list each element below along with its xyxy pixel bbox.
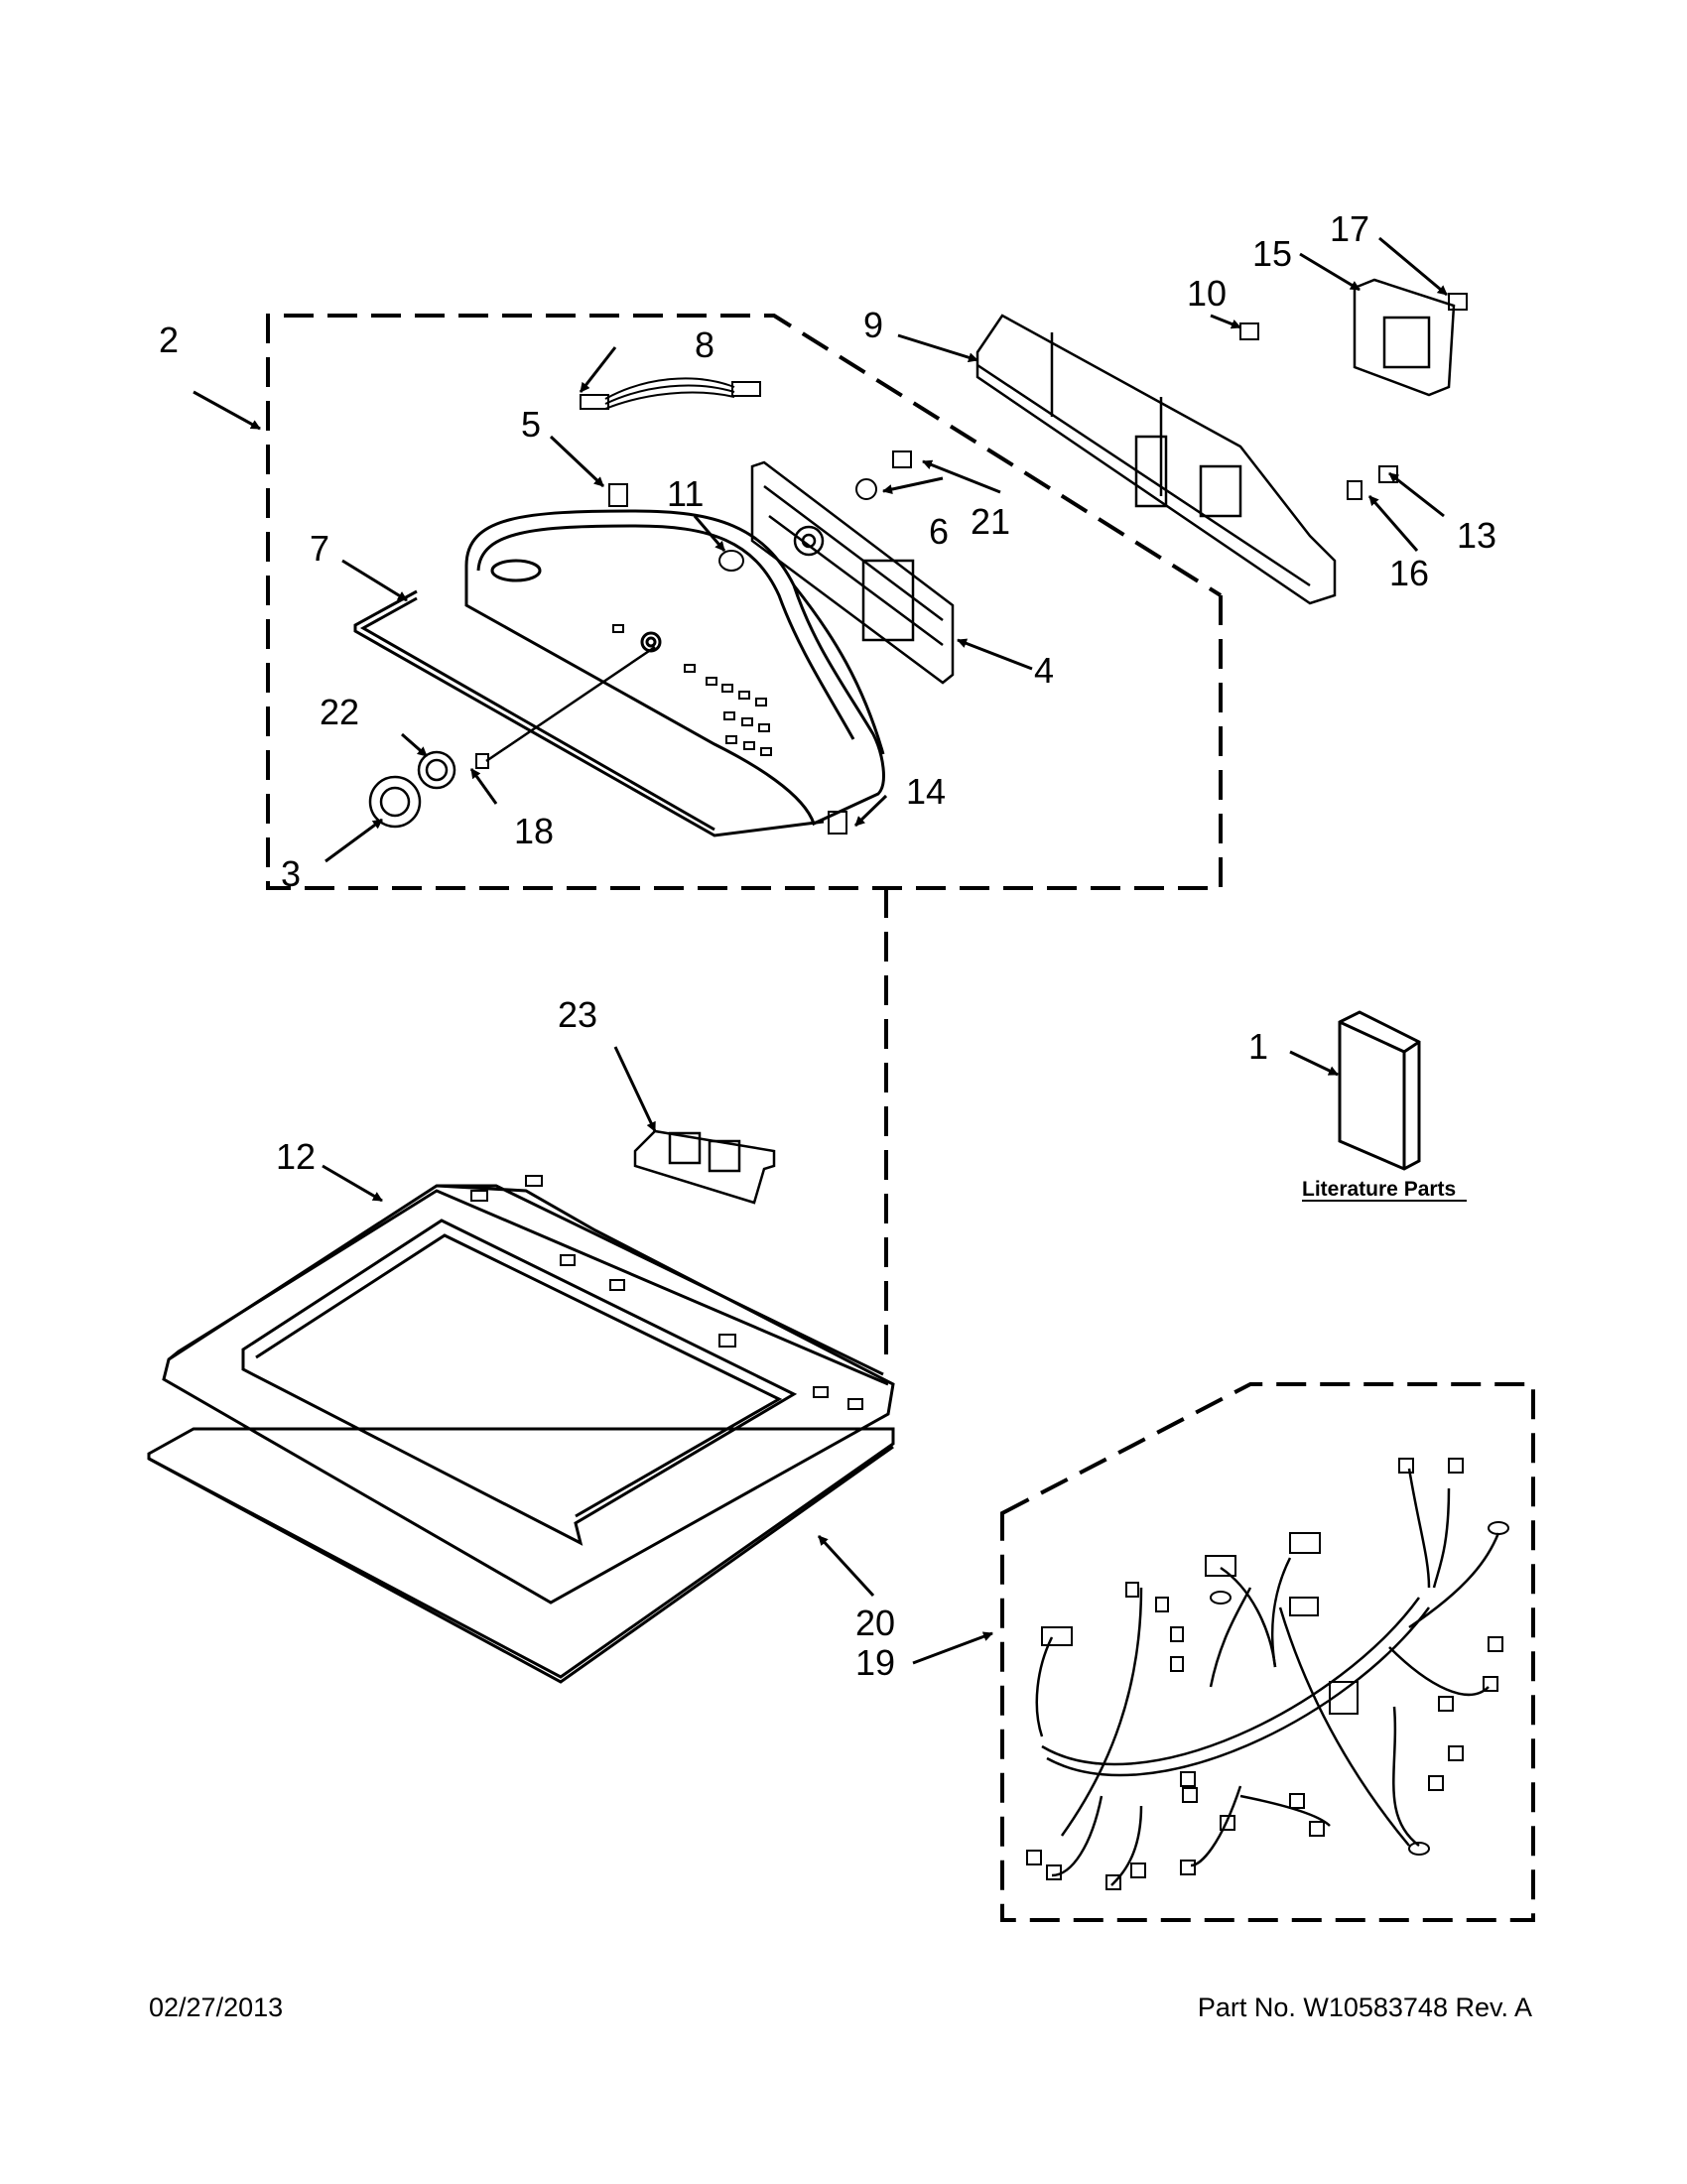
knob-part [368, 775, 422, 829]
harness-connectors [1026, 1458, 1509, 1890]
callout-4: 4 [1034, 650, 1054, 691]
callout-5: 5 [521, 404, 541, 445]
console-shell [464, 509, 885, 827]
clip-part [608, 483, 628, 507]
callout-8: 8 [695, 324, 714, 365]
callout-21: 21 [971, 501, 1010, 542]
rear-panel [975, 314, 1337, 605]
console-buttons [612, 624, 772, 756]
lens-part [718, 550, 744, 572]
callout-13: 13 [1457, 515, 1496, 556]
wire-harness-small [580, 377, 761, 410]
callout-2: 2 [159, 320, 179, 360]
callout-1: 1 [1248, 1026, 1268, 1067]
fasteners [475, 293, 1468, 835]
callout-12: 12 [276, 1136, 316, 1177]
literature-parts-label: Literature Parts [1302, 1178, 1456, 1201]
footer-date: 02/27/2013 [149, 1992, 284, 2022]
callout-3: 3 [281, 853, 301, 894]
callout-20: 20 [855, 1603, 895, 1643]
callout-17: 17 [1330, 208, 1369, 249]
footer-part-number: Part No. W10583748 Rev. A [1197, 1992, 1532, 2022]
callout-6: 6 [929, 511, 949, 552]
top-pad [147, 1427, 895, 1684]
literature-book [1338, 1010, 1421, 1171]
console-gasket [353, 589, 825, 837]
main-harness-boundary [1000, 1382, 1535, 1922]
bracket-part [1353, 278, 1456, 397]
callout-15: 15 [1252, 233, 1292, 274]
callout-18: 18 [514, 811, 554, 851]
power-module [633, 1129, 776, 1205]
callout-23: 23 [558, 994, 597, 1035]
callout-11: 11 [667, 473, 704, 514]
callout-16: 16 [1389, 553, 1429, 593]
callout-labels: 2 7 22 3 18 8 5 11 6 21 4 14 9 10 15 17 … [159, 208, 1496, 1683]
knob-ring-part [417, 750, 456, 790]
knob-axis-line [485, 645, 656, 763]
callout-19: 19 [855, 1642, 895, 1683]
leader-lines [193, 236, 1448, 1665]
main-top-panel [162, 1184, 895, 1605]
callout-10: 10 [1187, 273, 1227, 314]
callout-14: 14 [906, 771, 946, 812]
main-wire-harness [1035, 1468, 1500, 1886]
callout-9: 9 [863, 305, 883, 345]
control-board [750, 460, 955, 685]
console-assembly-boundary [266, 314, 1223, 1364]
callout-7: 7 [310, 528, 329, 569]
top-panel-slots [470, 1175, 863, 1410]
callout-22: 22 [320, 692, 359, 732]
